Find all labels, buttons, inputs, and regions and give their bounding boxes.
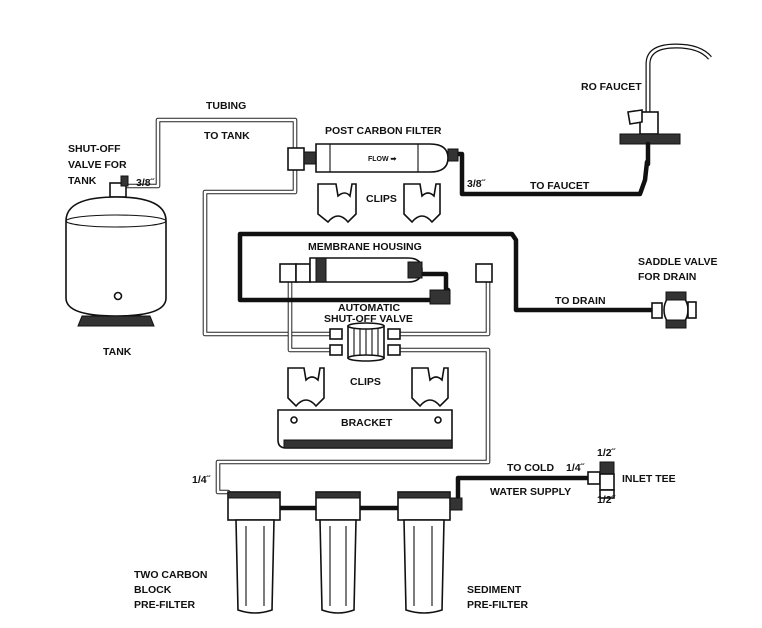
- label-sediment-1: SEDIMENT: [467, 584, 522, 596]
- label-bracket: BRACKET: [341, 417, 393, 429]
- label-1-4-left: 1/4˝: [192, 474, 211, 486]
- tubing-lines: [123, 117, 491, 495]
- flow-restrictor: [429, 289, 451, 305]
- inlet-tee[interactable]: [587, 461, 615, 499]
- clip-bottom-right: [411, 367, 449, 408]
- label-to-drain: TO DRAIN: [555, 295, 606, 307]
- label-carbon-3: PRE-FILTER: [134, 599, 195, 611]
- label-clips-top: CLIPS: [366, 193, 397, 205]
- label-3-8-faucet: 3/8˝: [467, 178, 486, 190]
- label-shutoff-2: VALVE FOR: [68, 159, 127, 171]
- label-carbon-2: BLOCK: [134, 584, 172, 596]
- auto-shutoff-valve[interactable]: [329, 322, 401, 362]
- label-post-carbon-filter: POST CARBON FILTER: [325, 125, 442, 137]
- clips-bottom: [287, 367, 449, 408]
- post-carbon-filter: [287, 143, 459, 173]
- saddle-valve[interactable]: [651, 291, 697, 329]
- label-clips-bottom: CLIPS: [350, 376, 381, 388]
- tubing-to-faucet: [455, 151, 650, 197]
- tubing-cold-supply: [455, 475, 593, 509]
- label-ro-faucet: RO FAUCET: [581, 81, 642, 93]
- label-3-8-tank: 3/8˝: [136, 177, 155, 189]
- tee-fitting: [287, 147, 305, 171]
- label-tubing: TUBING: [206, 100, 246, 112]
- clip-top-right: [403, 183, 441, 224]
- bracket: [277, 409, 453, 449]
- label-auto-2: SHUT-OFF VALVE: [324, 313, 413, 325]
- label-sediment-2: PRE-FILTER: [467, 599, 528, 611]
- label-1-2-top: 1/2˝: [597, 447, 616, 459]
- clips-top: [317, 183, 441, 224]
- storage-tank: [65, 175, 167, 327]
- clip-top-left: [317, 183, 357, 224]
- label-1-4-inlet: 1/4˝: [566, 462, 585, 474]
- tank-base: [77, 315, 155, 327]
- label-tank: TANK: [103, 346, 132, 358]
- label-saddle-1: SADDLE VALVE: [638, 256, 718, 268]
- carbon-prefilter-2: [315, 491, 361, 614]
- label-to-faucet: TO FAUCET: [530, 180, 590, 192]
- clip-bottom-left: [287, 367, 325, 408]
- label-membrane-housing: MEMBRANE HOUSING: [308, 241, 422, 253]
- label-carbon-1: TWO CARBON: [134, 569, 208, 581]
- label-saddle-2: FOR DRAIN: [638, 271, 696, 283]
- carbon-prefilter-1: [227, 491, 281, 614]
- tubing-to-drain: [237, 231, 658, 313]
- label-to-tank: TO TANK: [204, 130, 250, 142]
- membrane-housing: [279, 257, 493, 305]
- prefilter-housings: [227, 491, 463, 614]
- label-shutoff-3: TANK: [68, 175, 97, 187]
- label-inlet-tee: INLET TEE: [622, 473, 676, 485]
- labels: TUBING TO TANK POST CARBON FILTER FLOW ➡…: [68, 81, 718, 611]
- membrane-body: [309, 257, 423, 283]
- black-tubing: [237, 151, 658, 511]
- faucet-base-plate: [619, 133, 681, 145]
- label-flow: FLOW ➡: [368, 156, 397, 163]
- ro-faucet[interactable]: [619, 43, 712, 167]
- label-auto-1: AUTOMATIC: [338, 302, 400, 314]
- label-shutoff-1: SHUT-OFF: [68, 143, 121, 155]
- label-1-2-bottom: 1/2˝: [597, 494, 616, 506]
- label-to-cold: TO COLD: [507, 462, 554, 474]
- sediment-prefilter: [397, 491, 463, 614]
- label-water-supply: WATER SUPPLY: [490, 486, 571, 498]
